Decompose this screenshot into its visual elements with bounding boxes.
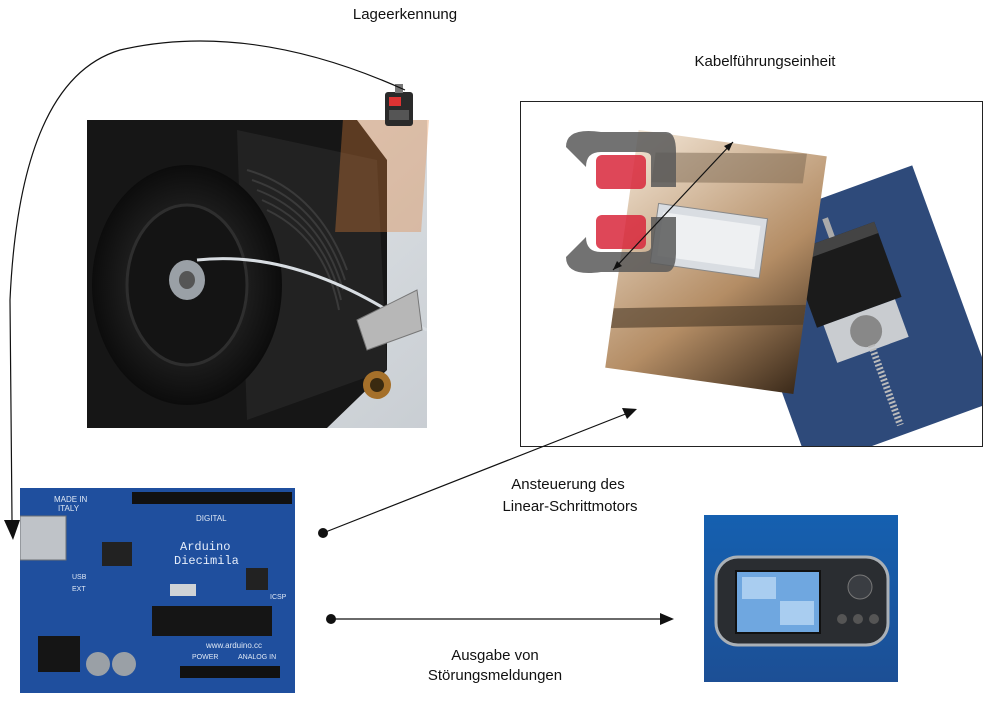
- board-text-power: POWER: [192, 654, 219, 661]
- sensor-to-arduino-arrowhead: [4, 520, 20, 540]
- display-device-drawing: [714, 555, 890, 647]
- board-text-arduino: Arduino: [180, 540, 231, 554]
- fault-output-arrowhead: [660, 613, 674, 625]
- fault-output-label-line1: Ausgabe von: [451, 647, 539, 664]
- gripper-drawing: [566, 131, 676, 273]
- board-text-italy: ITALY: [58, 504, 80, 513]
- cable-drum-photo: [87, 120, 428, 428]
- rail-drawing: [610, 152, 807, 329]
- board-text-digital: DIGITAL: [196, 514, 227, 523]
- sensor-to-arduino-arrow: [9, 40, 406, 521]
- cable-gripper-photo: [546, 127, 696, 277]
- movement-arrow: [612, 141, 734, 271]
- board-text-ext: EXT: [72, 586, 86, 593]
- board-text-analog-in: ANALOG IN: [238, 654, 277, 661]
- cable-guide-unit-label: Kabelführungseinheit: [694, 53, 836, 70]
- linear-guide-rail-photo: [605, 129, 827, 395]
- board-text-diecimila: Diecimila: [174, 554, 239, 568]
- arduino-board-drawing: [19, 488, 295, 693]
- board-text-icsp: ICSP: [270, 594, 287, 601]
- arduino-board: MADE IN ITALY DIGITAL Arduino Diecimila …: [19, 488, 295, 693]
- board-text-made-in: MADE IN: [54, 495, 88, 504]
- motor-control-label-line2: Linear-Schrittmotors: [502, 498, 638, 515]
- board-text-usb: USB: [72, 574, 87, 581]
- fault-output-label-line2: Störungsmeldungen: [427, 667, 563, 684]
- cable-guide-unit-frame: [520, 101, 983, 447]
- position-sensor: [383, 84, 415, 130]
- motor-control-arrow: [322, 412, 629, 534]
- display-device-photo: [704, 515, 898, 682]
- motor-control-arrowhead: [622, 408, 637, 419]
- position-detection-label: Lageerkennung: [352, 6, 458, 23]
- motor-control-label-line1: Ansteuerung des: [511, 476, 625, 493]
- cable-drum-drawing: [87, 120, 428, 428]
- board-text-url: www.arduino.cc: [206, 641, 263, 650]
